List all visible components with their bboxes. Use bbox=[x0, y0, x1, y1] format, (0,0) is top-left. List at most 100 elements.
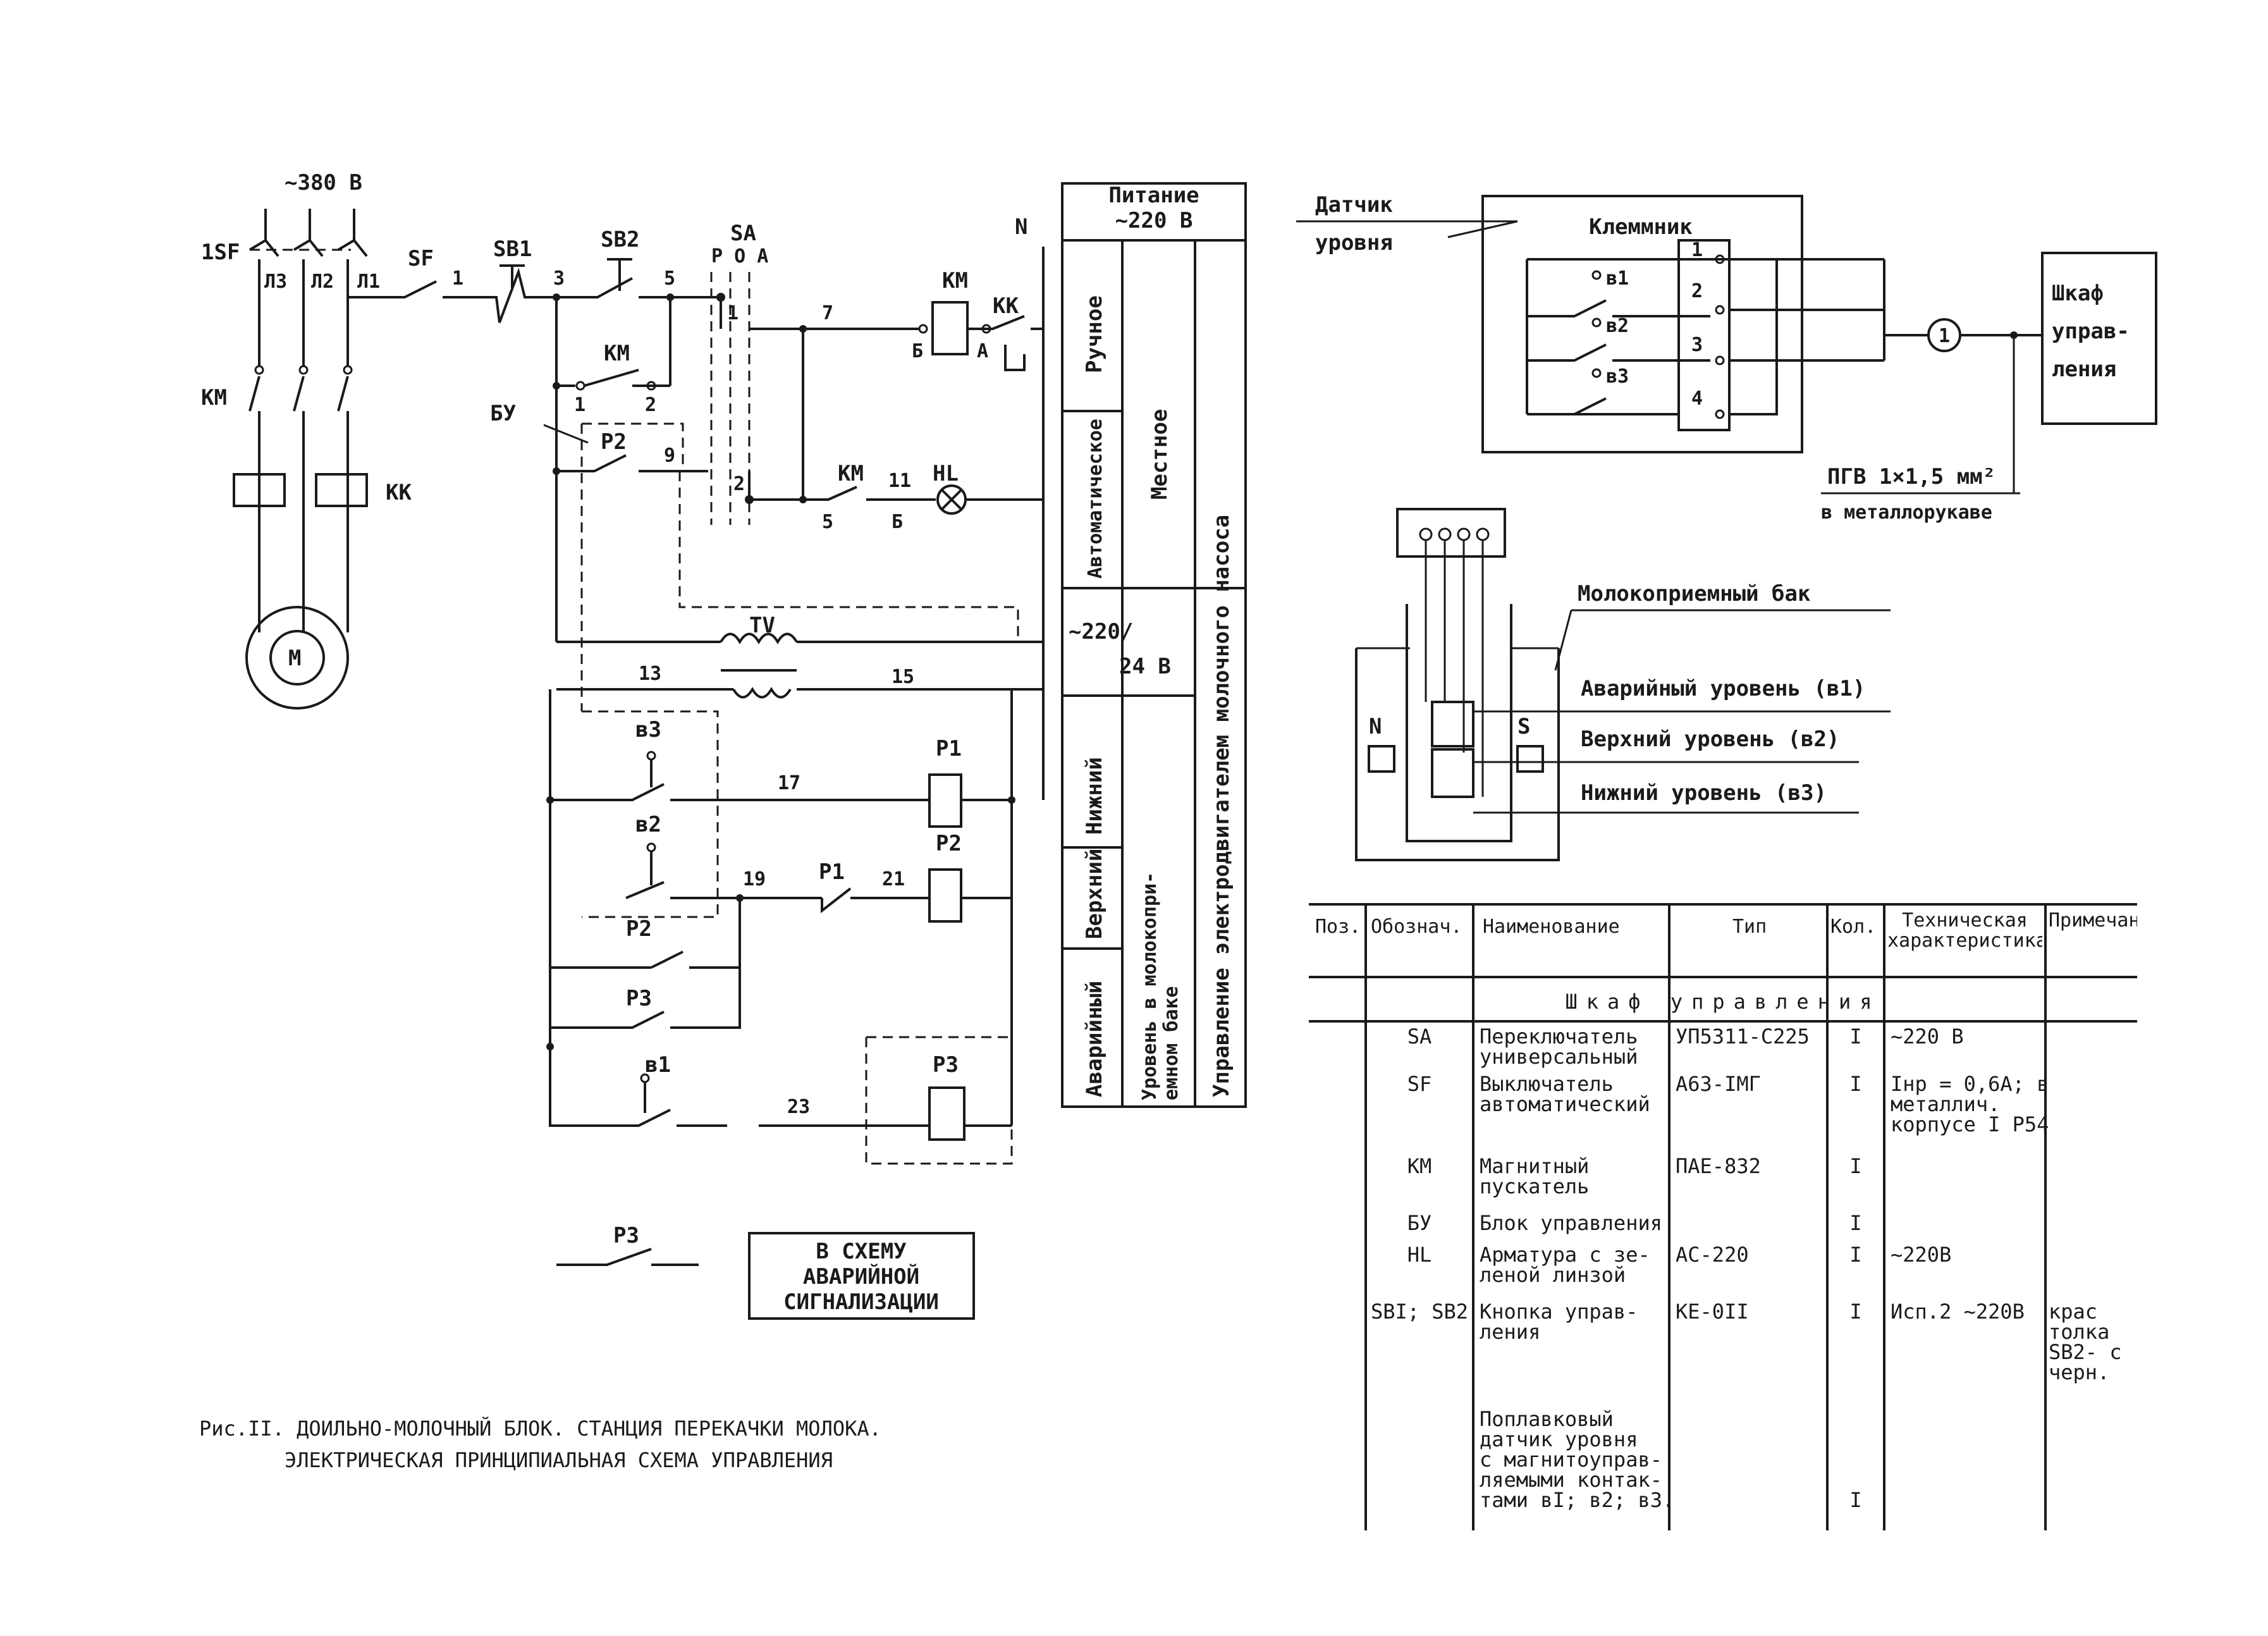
node-21-label: 21 bbox=[882, 868, 905, 890]
bu-pointer bbox=[543, 424, 589, 444]
hl-label: HL bbox=[933, 461, 959, 486]
sensor-head-pin-1 bbox=[1419, 527, 1433, 541]
spec-code-2: КМ bbox=[1407, 1154, 1432, 1178]
breaker-1sf-label: 1SF bbox=[201, 240, 240, 265]
level-group-line-2: емном баке bbox=[1160, 986, 1182, 1100]
terminal-1: 1 bbox=[1691, 239, 1703, 261]
terminal-3-screw bbox=[1715, 355, 1725, 366]
spec-name-4-0: Арматура с зе- bbox=[1480, 1243, 1650, 1267]
p2-bu-contact bbox=[556, 454, 708, 472]
spec-name-2-1: пускатель bbox=[1480, 1174, 1589, 1198]
node-7-label: 7 bbox=[822, 302, 833, 324]
col-note: Примечание bbox=[2049, 911, 2137, 932]
spec-name-3-0: Блок управления bbox=[1480, 1211, 1662, 1235]
caption-line-1: Рис.II. ДОИЛЬНО-МОЛОЧНЫЙ БЛОК. СТАНЦИЯ П… bbox=[199, 1417, 881, 1441]
figure-caption: Рис.II. ДОИЛЬНО-МОЛОЧНЫЙ БЛОК. СТАНЦИЯ П… bbox=[199, 1417, 881, 1472]
spec-type-0: УП5311-С225 bbox=[1676, 1024, 1810, 1049]
hl-lamp-cross bbox=[941, 489, 962, 510]
supply-taps bbox=[264, 209, 355, 240]
cabinet-line-3: ления bbox=[2052, 357, 2116, 382]
km-main-label: КМ bbox=[201, 385, 227, 410]
node-15-label: 15 bbox=[892, 666, 914, 688]
spec-qty-4: I bbox=[1849, 1243, 1861, 1267]
terminal-4-screw bbox=[1715, 409, 1725, 419]
breaker-1sf-contacts bbox=[248, 238, 368, 257]
spec-tech-4-0: ~220В bbox=[1891, 1243, 1951, 1267]
lamp-b-label: Б bbox=[892, 511, 903, 533]
km-main-terminal-1 bbox=[254, 365, 264, 375]
km-hold-contact bbox=[584, 369, 639, 387]
km-coil-terminal-b bbox=[918, 324, 928, 334]
b3-contact bbox=[550, 759, 929, 801]
p3-alarm-label: Р3 bbox=[613, 1223, 639, 1248]
spec-name-5-1: ления bbox=[1480, 1320, 1540, 1344]
level-group-line-1: Уровень в молокопри- bbox=[1139, 872, 1161, 1100]
motor-control-label: Управление электродвигателем молочного н… bbox=[1209, 515, 1234, 1097]
terminal-strip bbox=[1677, 239, 1731, 431]
bu-label: БУ bbox=[490, 401, 516, 426]
spec-name-6-3: ляемыми контак- bbox=[1480, 1468, 1662, 1492]
supply-voltage-label: ~380 В bbox=[285, 170, 362, 195]
emergency-level-label: Аварийный bbox=[1082, 981, 1107, 1097]
p2-contact-label: Р2 bbox=[626, 916, 652, 942]
node-1-label: 1 bbox=[452, 268, 463, 290]
col-tech: Техническая характеристика bbox=[1887, 911, 2042, 951]
control-circuit: SF 1 SB1 3 SB2 5 КМ 1 2 БУ Р2 9 SA Р О А bbox=[392, 214, 1045, 800]
control-cabinet bbox=[2041, 252, 2157, 425]
thermal-element-a bbox=[233, 473, 286, 507]
col-note-text: Примечание bbox=[2049, 911, 2137, 932]
km-hold-label: КМ bbox=[604, 341, 630, 366]
cable-note: в металлорукаве bbox=[1821, 501, 1992, 524]
thermal-element-b bbox=[315, 473, 368, 507]
col-type: Тип bbox=[1732, 916, 1767, 938]
supply-label: Питание bbox=[1108, 183, 1199, 208]
motor-label: М bbox=[288, 646, 301, 671]
sensor-b3-icon bbox=[1591, 368, 1602, 378]
sensor-b2-contact bbox=[1527, 343, 1710, 362]
sb2-label: SB2 bbox=[601, 227, 639, 252]
phase-l1-label: Л1 bbox=[357, 271, 380, 293]
spec-table: Поз. Обознач. Наименование Тип Кол. Техн… bbox=[1309, 903, 2137, 1530]
n-pole-magnet bbox=[1368, 745, 1395, 773]
km-main-contacts bbox=[248, 376, 349, 412]
node-11-label: 11 bbox=[888, 470, 911, 492]
node-5-label: 5 bbox=[664, 268, 675, 290]
terminal-2-screw bbox=[1715, 305, 1725, 315]
sensor-bus bbox=[1526, 258, 1884, 415]
b1-label: в1 bbox=[645, 1052, 671, 1078]
power-circuit: ~380 В 1SF Л3 Л2 Л1 КМ КК М bbox=[201, 170, 412, 710]
b2-label: в2 bbox=[635, 812, 661, 837]
spec-qty-5: I bbox=[1849, 1300, 1861, 1324]
mode-table-frame bbox=[1061, 182, 1247, 1108]
phase-l2-label: Л2 bbox=[311, 271, 334, 293]
spec-name-6-0: Поплавковый bbox=[1480, 1407, 1614, 1431]
spec-note-5-3: черн. bbox=[2049, 1360, 2109, 1384]
spec-tech-1-2: корпусе I Р54 bbox=[1891, 1112, 2049, 1136]
p2-coil-label: Р2 bbox=[936, 831, 962, 856]
p2-bu-label: Р2 bbox=[601, 429, 627, 455]
sb2-button bbox=[556, 258, 670, 298]
km-hold-terminal-1 bbox=[575, 381, 585, 391]
float-lower bbox=[1431, 748, 1474, 798]
sa-contact-1-label: 1 bbox=[727, 302, 739, 324]
spec-type-5: КЕ-0II bbox=[1676, 1300, 1749, 1324]
automatic-mode-label: Автоматическое bbox=[1084, 419, 1106, 579]
motor-icon bbox=[269, 630, 325, 686]
b2-float-icon bbox=[646, 842, 656, 852]
p2-coil bbox=[928, 868, 962, 923]
km-hold-terminal-2 bbox=[646, 381, 656, 391]
b1-contact bbox=[549, 1047, 727, 1127]
b2-contact bbox=[625, 851, 822, 899]
km-lamp-contact-label: КМ bbox=[838, 461, 864, 486]
spec-table-hlines bbox=[1309, 903, 2137, 1023]
terminal-2: 2 bbox=[1691, 280, 1703, 302]
alarm-box-line-2: АВАРИЙНОЙ bbox=[803, 1264, 919, 1289]
s-pole-magnet bbox=[1516, 745, 1544, 773]
float-upper bbox=[1431, 701, 1474, 747]
spec-name-5-0: Кнопка управ- bbox=[1480, 1300, 1638, 1324]
sa-position-lines bbox=[710, 272, 751, 525]
p3-hold-contact bbox=[550, 968, 741, 1029]
spec-name-2-0: Магнитный bbox=[1480, 1154, 1589, 1178]
spec-name-1-1: автоматический bbox=[1480, 1092, 1650, 1116]
b3-label: в3 bbox=[635, 717, 661, 742]
